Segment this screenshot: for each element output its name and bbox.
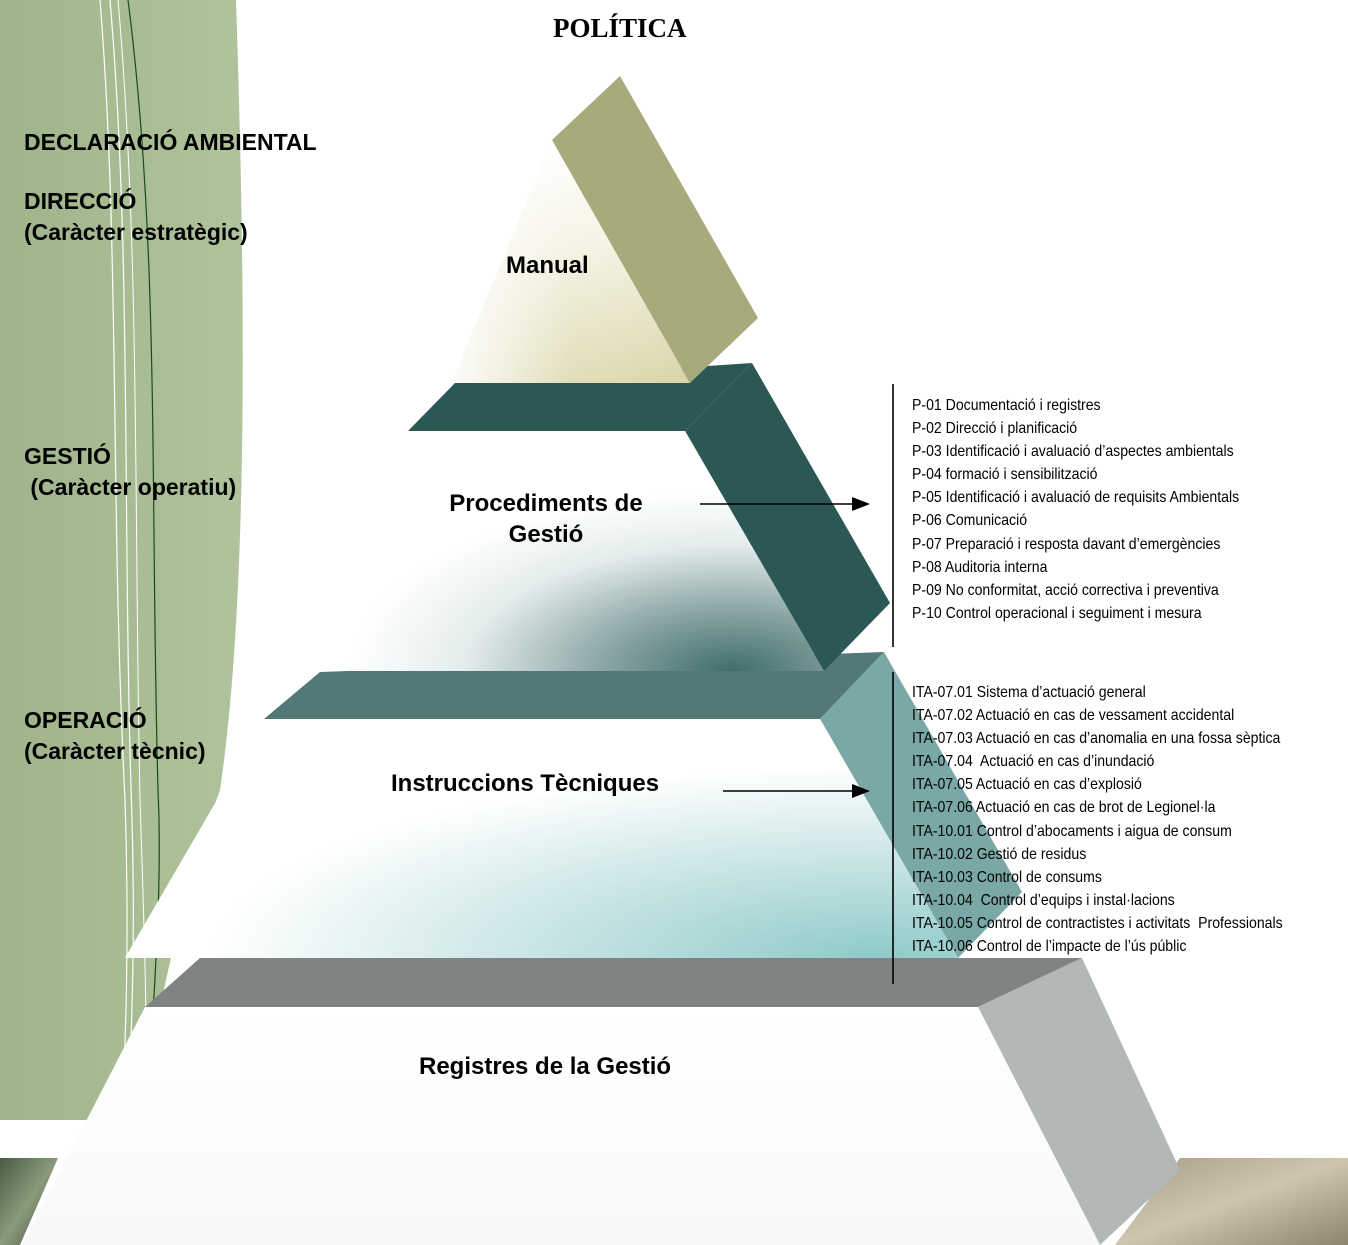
- base-front-face: [22, 1007, 1100, 1245]
- decor-line: [127, 0, 160, 1121]
- level-procediments-label: Procediments de Gestió: [438, 488, 654, 550]
- instruccio-item: ITA-07.03 Actuació en cas d’anomalia en …: [912, 730, 1281, 748]
- photo-strip-left: [0, 1158, 58, 1245]
- label-declaracio-ambiental: DECLARACIÓ AMBIENTAL: [24, 129, 317, 155]
- procediment-item: P-01 Documentació i registres: [912, 397, 1101, 414]
- label-direccio: DIRECCIÓ (Caràcter estratègic): [24, 186, 248, 248]
- procediment-item: P-07 Preparació i resposta davant d’emer…: [912, 535, 1221, 553]
- level-manual-label: Manual: [506, 252, 589, 279]
- instruccio-item: ITA-10.01 Control d’abocaments i aigua d…: [912, 822, 1232, 840]
- instruccio-item: ITA-10.05 Control de contractistes i act…: [912, 914, 1283, 932]
- instruccio-item: ITA-07.05 Actuació en cas d’explosió: [912, 776, 1142, 794]
- procediment-item: P-06 Comunicació: [912, 512, 1028, 530]
- label-gestio: GESTIÓ (Caràcter operatiu): [24, 441, 236, 503]
- low-front-face: [125, 719, 958, 958]
- instruccio-item: ITA-07.04 Actuació en cas d’inundació: [912, 753, 1155, 771]
- photo-strip-right: [1115, 1158, 1348, 1245]
- instruccio-item: ITA-07.01 Sistema d’actuació general: [912, 684, 1146, 701]
- decor-line: [99, 0, 128, 1181]
- background-green-panel: [0, 0, 243, 1120]
- instruccions-list: ITA-07.01 Sistema d’actuació general ITA…: [912, 681, 1283, 958]
- procediment-item: P-09 No conformitat, acció correctiva i …: [912, 581, 1219, 599]
- level-procediments-line1: Procediments de: [449, 490, 643, 517]
- procediment-item: P-02 Direcció i planificació: [912, 420, 1078, 438]
- level-procediments-line2: Gestió: [508, 521, 584, 548]
- procediment-item: P-10 Control operacional i seguiment i m…: [912, 604, 1202, 622]
- label-operacio-subtitle: (Caràcter tècnic): [24, 738, 206, 764]
- top-right-face: [552, 76, 758, 383]
- mid-right-face: [685, 363, 890, 671]
- instruccio-item: ITA-10.04 Control d’equips i instal·laci…: [912, 891, 1175, 909]
- mid-front-face: [313, 431, 824, 671]
- label-gestio-subtitle: (Caràcter operatiu): [24, 474, 237, 500]
- label-gestio-title: GESTIÓ: [24, 443, 111, 469]
- instruccio-item: ITA-07.06 Actuació en cas de brot de Leg…: [912, 799, 1216, 817]
- base-right-face: [978, 958, 1180, 1245]
- instruccio-item: ITA-10.06 Control de l’impacte de l’ús p…: [912, 938, 1187, 956]
- instruccio-item: ITA-07.02 Actuació en cas de vessament a…: [912, 707, 1235, 725]
- instruccio-item: ITA-10.02 Gestió de residus: [912, 845, 1087, 863]
- procediment-item: P-03 Identificació i avaluació d’aspecte…: [912, 443, 1234, 461]
- procediment-item: P-08 Auditoria interna: [912, 558, 1048, 576]
- procediment-item: P-05 Identificació i avaluació de requis…: [912, 489, 1240, 507]
- level-instruccions-label: Instruccions Tècniques: [391, 770, 660, 797]
- arrow-procediments: [700, 497, 870, 511]
- base-top-band: [145, 958, 1082, 1007]
- instruccio-item: ITA-10.03 Control de consums: [912, 868, 1102, 886]
- label-direccio-subtitle: (Caràcter estratègic): [24, 219, 248, 245]
- low-right-face: [820, 652, 1022, 958]
- diagram-title: POLÍTICA: [553, 13, 687, 43]
- arrow-instruccions: [723, 784, 870, 798]
- label-direccio-title: DIRECCIÓ: [24, 188, 137, 214]
- label-operacio: OPERACIÓ (Caràcter tècnic): [24, 705, 206, 767]
- procediments-list: P-01 Documentació i registres P-02 Direc…: [912, 394, 1239, 625]
- label-operacio-title: OPERACIÓ: [24, 707, 147, 733]
- level-registres-label: Registres de la Gestió: [419, 1053, 672, 1080]
- procediment-item: P-04 formació i sensibilització: [912, 466, 1098, 484]
- top-front-highlight: [452, 140, 690, 383]
